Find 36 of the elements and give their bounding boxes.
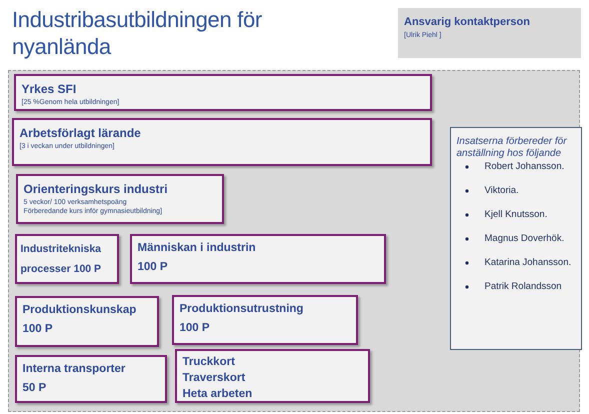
course-text: Produktionskunskap bbox=[22, 302, 138, 318]
course-text: Truckkort bbox=[182, 354, 236, 370]
contact-name: Robert Johansson. bbox=[484, 160, 564, 172]
course-text: Traverskort bbox=[182, 370, 246, 386]
course-box bbox=[14, 74, 432, 110]
course-text: Människan i industrin bbox=[138, 240, 257, 256]
contact-name: Viktoria. bbox=[484, 184, 519, 196]
course-text: 50 P bbox=[22, 380, 48, 396]
box-heading: Arbetsförlagt lärande bbox=[20, 124, 142, 142]
course-box bbox=[130, 234, 386, 284]
list-heading: Insatserna förbereder för anställning hos följande bbox=[456, 136, 568, 160]
box-heading: Orienteringskurs industri bbox=[24, 180, 169, 198]
course-text: 100 P bbox=[180, 320, 211, 336]
course-text: Industritekniska processer 100 P bbox=[20, 242, 102, 276]
course-box bbox=[16, 174, 224, 224]
contact-box bbox=[398, 8, 581, 58]
course-text: Produktionsutrustning bbox=[180, 302, 304, 316]
box-heading: Yrkes SFI bbox=[22, 80, 78, 98]
title: Industribasutbildningen för nyanlända bbox=[12, 6, 263, 60]
course-box bbox=[174, 348, 370, 402]
contact-name: Patrik Rolandsson bbox=[484, 280, 562, 292]
course-box bbox=[14, 296, 158, 346]
box-heading: Ansvarig kontaktperson bbox=[404, 15, 531, 30]
course-text: 100 P bbox=[138, 260, 169, 274]
contact-name: Magnus Doverhök. bbox=[484, 232, 564, 244]
course-text: 100 P bbox=[22, 322, 54, 336]
course-box bbox=[172, 294, 358, 344]
employer-list-panel bbox=[450, 126, 582, 350]
contact-name: Katarina Johansson. bbox=[484, 256, 572, 268]
course-box bbox=[12, 118, 432, 166]
course-text: Heta arbeten bbox=[182, 386, 254, 402]
contact-name: Kjell Knutsson. bbox=[484, 208, 548, 220]
course-text: Interna transporter bbox=[22, 362, 126, 376]
course-box bbox=[14, 354, 166, 402]
course-box bbox=[14, 234, 118, 284]
dashed-panel bbox=[8, 70, 580, 412]
